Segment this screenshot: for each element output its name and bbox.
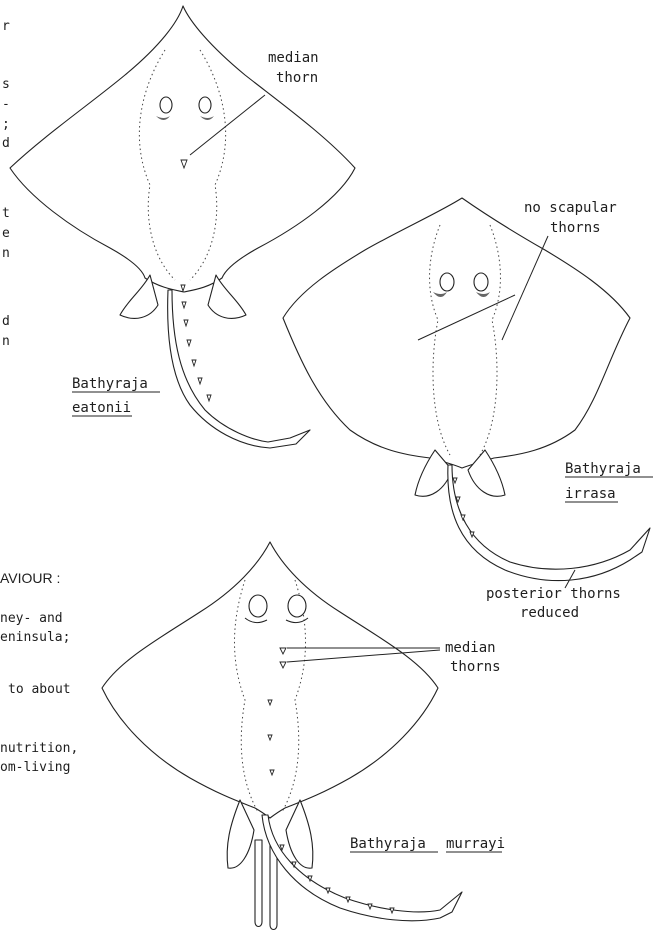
eatonii-median-thorn-label: median (268, 50, 319, 66)
margin-fragment: - (2, 97, 10, 112)
margin-fragment: e (2, 226, 10, 241)
murrayi-right-pelvic-fin (286, 800, 313, 868)
behaviour-line: om-living (0, 760, 70, 775)
behaviour-line: eninsula; (0, 630, 70, 645)
eatonii-epithet-label: eatonii (72, 400, 131, 416)
murrayi-genus-label: Bathyraja (350, 836, 426, 852)
margin-fragment: d (2, 314, 10, 329)
eatonii-right-pelvic-fin (208, 275, 246, 318)
margin-fragment: n (2, 246, 10, 261)
behaviour-line: ney- and (0, 611, 63, 626)
behaviour-heading: AVIOUR : (0, 570, 60, 586)
margin-fragment: n (2, 334, 10, 349)
eatonii-genus-label: Bathyraja (72, 376, 148, 392)
eatonii-right-eye (199, 97, 211, 113)
margin-fragment: ; (2, 117, 10, 132)
irrasa-disc-outline (283, 198, 630, 468)
eatonii-median-thorn-label: thorn (276, 70, 318, 86)
murrayi-right-clasper (270, 845, 277, 930)
murrayi-epithet-label: murrayi (446, 836, 505, 852)
skate-murrayi-illustration: median thorns Bathyraja murrayi (102, 542, 505, 930)
eatonii-disc-outline (10, 6, 355, 292)
irrasa-epithet-label: irrasa (565, 486, 616, 502)
irrasa-genus-label: Bathyraja (565, 461, 641, 477)
behaviour-text-fragments: AVIOUR : ney- and eninsula; to about nut… (0, 570, 78, 775)
murrayi-left-pelvic-fin (227, 800, 254, 868)
margin-fragment: d (2, 136, 10, 151)
murrayi-disc-outline (102, 542, 438, 818)
irrasa-left-eye (440, 273, 454, 291)
murrayi-median-label: thorns (450, 659, 501, 675)
irrasa-posterior-label: reduced (520, 605, 579, 621)
murrayi-median-label: median (445, 640, 496, 656)
margin-fragment: s (2, 77, 10, 92)
murrayi-right-eye (288, 595, 306, 617)
eatonii-left-pelvic-fin (120, 275, 158, 318)
behaviour-line: to about (8, 682, 71, 697)
skate-irrasa-illustration: no scapular thorns posterior thorns redu… (283, 198, 653, 621)
margin-fragment: r (2, 19, 10, 34)
eatonii-left-eye (160, 97, 172, 113)
irrasa-right-eye (474, 273, 488, 291)
margin-fragment: t (2, 206, 10, 221)
irrasa-scapular-label: thorns (550, 220, 601, 236)
left-margin-text: r s - ; d t e n d n (2, 19, 10, 349)
murrayi-left-eye (249, 595, 267, 617)
irrasa-scapular-label: no scapular (524, 200, 617, 216)
skate-eatonii-illustration: median thorn Bathyraja eatonii (10, 6, 355, 448)
behaviour-line: nutrition, (0, 741, 78, 756)
murrayi-left-clasper (255, 840, 262, 927)
irrasa-posterior-label: posterior thorns (486, 586, 621, 602)
